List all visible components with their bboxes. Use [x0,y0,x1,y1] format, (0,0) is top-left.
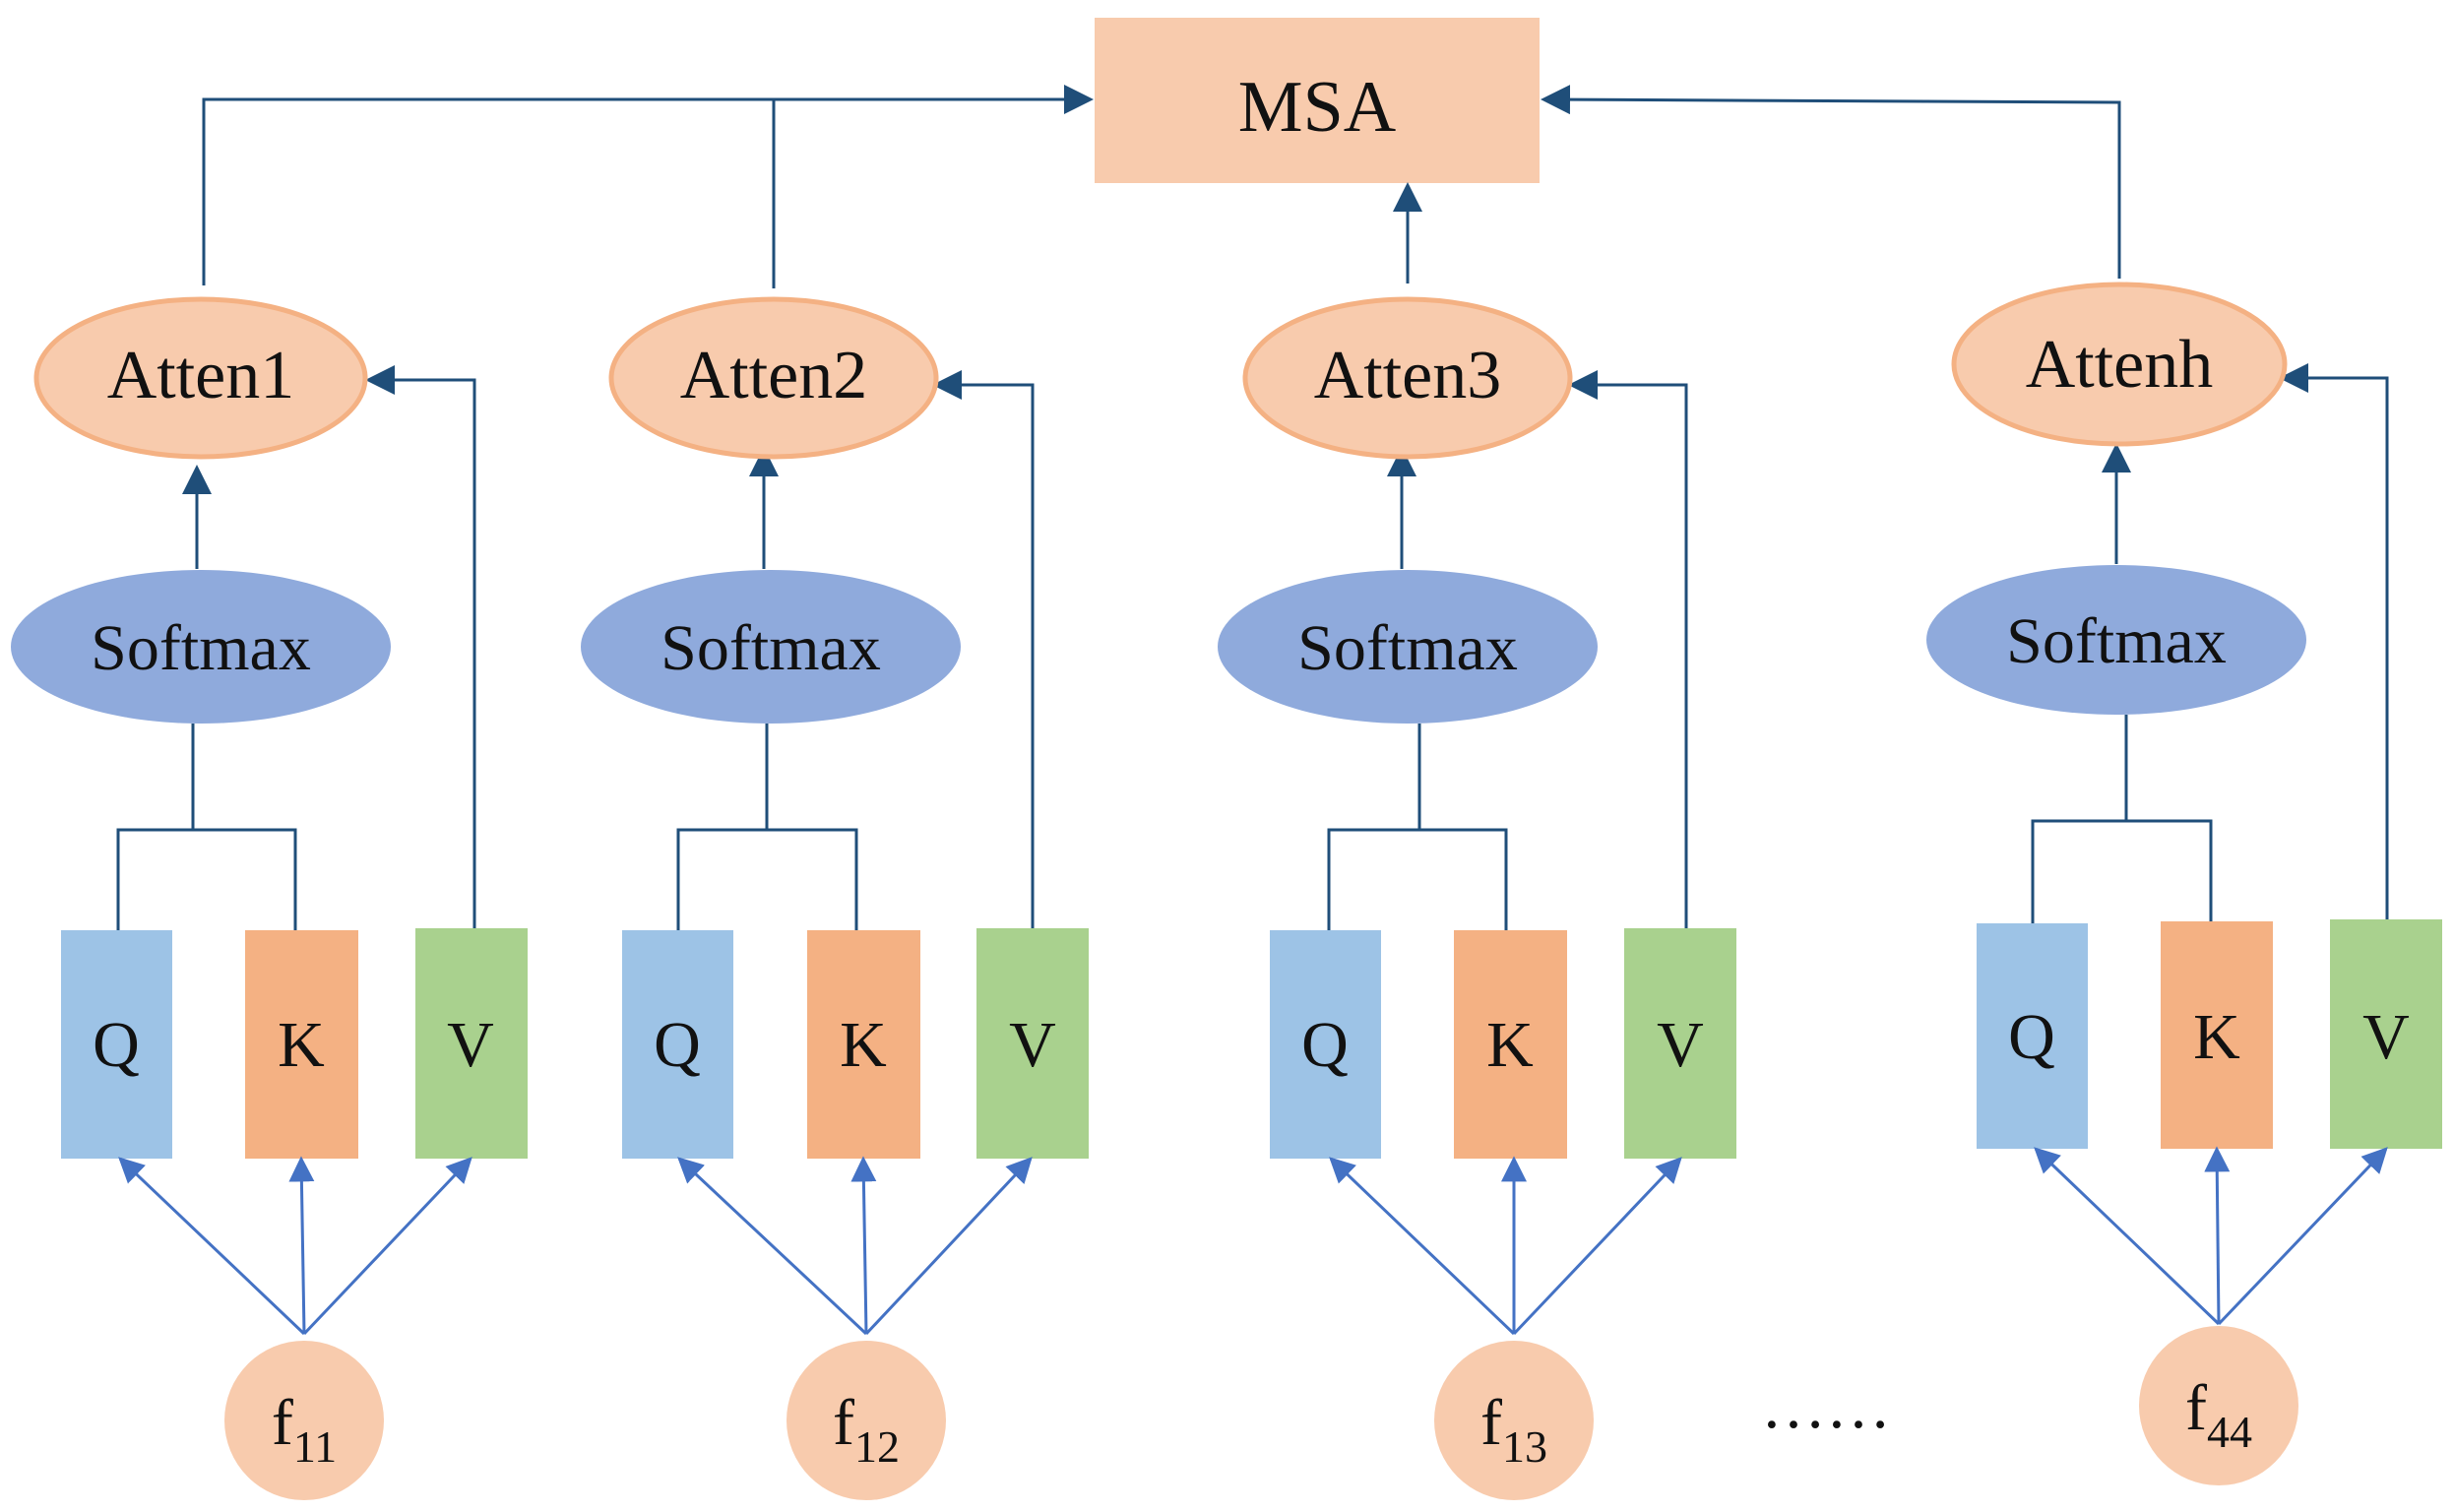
feature-to-key-arrow [850,1156,877,1335]
msa-box [1095,18,1540,183]
value-box [415,928,528,1159]
attention-head-h: Attenh Softmax Q K V f44 [1926,282,2442,1485]
atten-label: Atten1 [107,338,295,413]
atten1-to-msa-line [202,97,774,285]
qk-bracket [1327,828,1508,930]
softmax-label: Softmax [1297,612,1518,684]
value-label: V [2362,1001,2410,1073]
value-box [976,928,1089,1159]
qk-bracket [116,828,297,930]
atten-node [1242,296,1573,460]
atten-node [1951,282,2288,447]
feature-to-query-arrow [677,1157,868,1336]
feature-base: f [833,1387,854,1459]
key-box [1454,930,1567,1159]
key-label: K [1486,1009,1534,1081]
feature-node [787,1341,946,1500]
atten-label: Atten2 [680,338,868,413]
feature-label: f44 [2185,1372,2252,1457]
query-label: Q [1301,1009,1349,1081]
query-label: Q [654,1009,701,1081]
head-to-msa-connectors [202,85,2121,288]
value-label: V [1009,1009,1056,1081]
attenh-to-msa-line [1541,85,2121,279]
key-box [2161,921,2273,1149]
feature-node [2139,1326,2298,1485]
qk-bracket [2031,819,2213,923]
feature-to-value-arrow [864,1157,1033,1336]
key-box [245,930,358,1159]
v-to-atten-line [2279,363,2389,921]
softmax-node [1218,570,1598,724]
feature-base: f [2185,1372,2207,1444]
feature-to-value-arrow [2217,1147,2388,1326]
query-box [1270,930,1381,1159]
feature-base: f [1480,1387,1502,1459]
query-box [622,930,733,1159]
softmax-label: Softmax [661,612,881,684]
feature-label: f12 [833,1387,900,1472]
key-label: K [278,1009,325,1081]
key-box [807,930,920,1159]
softmax-node [581,570,961,724]
feature-to-value-arrow [302,1157,472,1336]
attention-head-3: Atten3 Softmax Q K V f13 [1218,296,1736,1500]
feature-to-query-arrow [118,1157,306,1336]
feature-node [224,1341,384,1500]
more-heads-ellipsis: …… [1761,1370,1891,1442]
v-to-atten-line [1568,370,1688,928]
value-box [2330,919,2442,1149]
value-label: V [1657,1009,1704,1081]
feature-base: f [272,1387,293,1459]
key-label: K [2193,1001,2240,1073]
atten-label: Atten3 [1314,338,1502,413]
feature-to-key-arrow [2204,1146,2231,1325]
softmax-label: Softmax [91,612,311,684]
atten-node [33,296,368,460]
attention-head-1: Atten1 Softmax Q K V f11 [11,296,528,1500]
v-to-atten-line [365,365,476,928]
v-to-atten-line [932,370,1035,928]
feature-to-query-arrow [2034,1147,2221,1326]
feature-subscript: 44 [2207,1407,2252,1457]
feature-node [1434,1341,1594,1500]
msa-label: MSA [1238,67,1396,148]
feature-to-value-arrow [1512,1157,1682,1336]
feature-subscript: 12 [854,1421,900,1472]
feature-to-query-arrow [1329,1157,1516,1336]
query-label: Q [2008,1001,2055,1073]
query-box [61,930,172,1159]
softmax-label: Softmax [2006,605,2227,677]
softmax-node [11,570,391,724]
feature-label: f13 [1480,1387,1547,1472]
key-label: K [840,1009,887,1081]
value-label: V [447,1009,494,1081]
qk-bracket [676,828,858,930]
atten-node [608,296,939,460]
query-box [1977,923,2088,1149]
feature-label: f11 [272,1387,337,1472]
attention-head-2: Atten2 Softmax Q K V f12 [581,296,1089,1500]
softmax-node [1926,565,2306,715]
atten2-to-msa-line [772,85,1094,288]
atten-label: Attenh [2026,327,2214,403]
feature-subscript: 13 [1502,1421,1547,1472]
feature-to-key-arrow [288,1156,315,1335]
feature-subscript: 11 [293,1421,337,1472]
value-box [1624,928,1736,1159]
query-label: Q [93,1009,140,1081]
